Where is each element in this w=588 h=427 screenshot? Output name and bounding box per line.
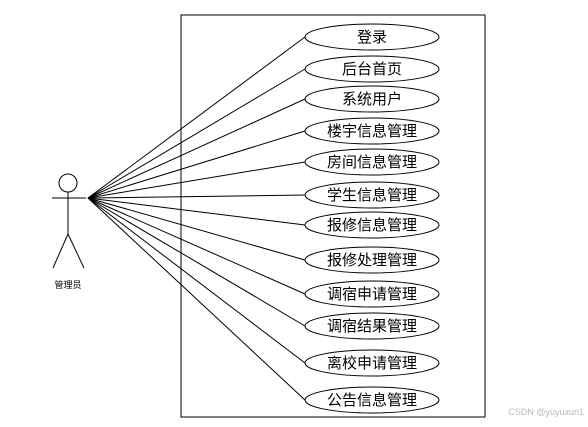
use-case: 调宿申请管理	[304, 280, 440, 308]
use-case: 系统用户	[304, 85, 440, 113]
use-case-ellipse	[304, 23, 440, 51]
use-case-ellipse	[304, 246, 440, 274]
use-case-ellipse	[304, 85, 440, 113]
use-case-ellipse	[304, 312, 440, 340]
association-line	[87, 130, 306, 199]
use-case-label: 房间信息管理	[327, 153, 417, 171]
association-line	[87, 68, 306, 199]
use-case-label: 后台首页	[342, 60, 402, 78]
association-line	[87, 197, 306, 364]
use-case-ellipse	[304, 181, 440, 209]
use-case-label: 调宿结果管理	[327, 317, 417, 335]
use-case-label: 调宿申请管理	[327, 285, 417, 303]
actor-label: 管理员	[54, 279, 81, 291]
actor: 管理员	[52, 173, 86, 291]
association-lines	[87, 36, 306, 401]
use-case: 报修信息管理	[304, 211, 440, 239]
use-case-label: 公告信息管理	[327, 391, 417, 409]
use-case-label: 学生信息管理	[327, 186, 417, 204]
use-case-ellipse	[304, 55, 440, 83]
use-case-ellipse	[304, 117, 440, 145]
use-case-ellipse	[304, 280, 440, 308]
use-case-label: 登录	[357, 28, 387, 46]
association-line	[87, 197, 306, 327]
use-case-ellipse	[304, 349, 440, 377]
use-case: 公告信息管理	[304, 386, 440, 414]
association-line	[87, 36, 306, 199]
use-case: 调宿结果管理	[304, 312, 440, 340]
association-line	[87, 197, 306, 226]
association-line	[87, 197, 306, 261]
use-case-label: 离校申请管理	[327, 354, 417, 372]
use-case: 离校申请管理	[304, 349, 440, 377]
use-case: 后台首页	[304, 55, 440, 83]
use-case: 报修处理管理	[304, 246, 440, 274]
actor-right-leg	[67, 233, 85, 269]
association-line	[87, 161, 306, 199]
use-case-ellipse	[304, 148, 440, 176]
use-case-label: 报修处理管理	[327, 251, 417, 269]
use-case-ellipse	[304, 386, 440, 414]
association-line	[87, 98, 306, 199]
actor-left-leg	[52, 233, 69, 269]
use-case-ellipse	[304, 211, 440, 239]
watermark: CSDN @yuyuxun1	[508, 407, 584, 417]
use-case: 登录	[304, 23, 440, 51]
use-case-label: 报修信息管理	[327, 216, 417, 234]
association-line	[87, 197, 306, 295]
association-line	[87, 197, 306, 401]
actor-head	[58, 173, 78, 193]
use-case: 学生信息管理	[304, 181, 440, 209]
association-line	[87, 194, 306, 199]
use-case-label: 楼宇信息管理	[327, 122, 417, 140]
use-case: 楼宇信息管理	[304, 117, 440, 145]
use-case: 房间信息管理	[304, 148, 440, 176]
use-case-label: 系统用户	[342, 90, 402, 108]
system-boundary	[180, 14, 486, 418]
use-cases: 登录后台首页系统用户楼宇信息管理房间信息管理学生信息管理报修信息管理报修处理管理…	[304, 23, 440, 414]
